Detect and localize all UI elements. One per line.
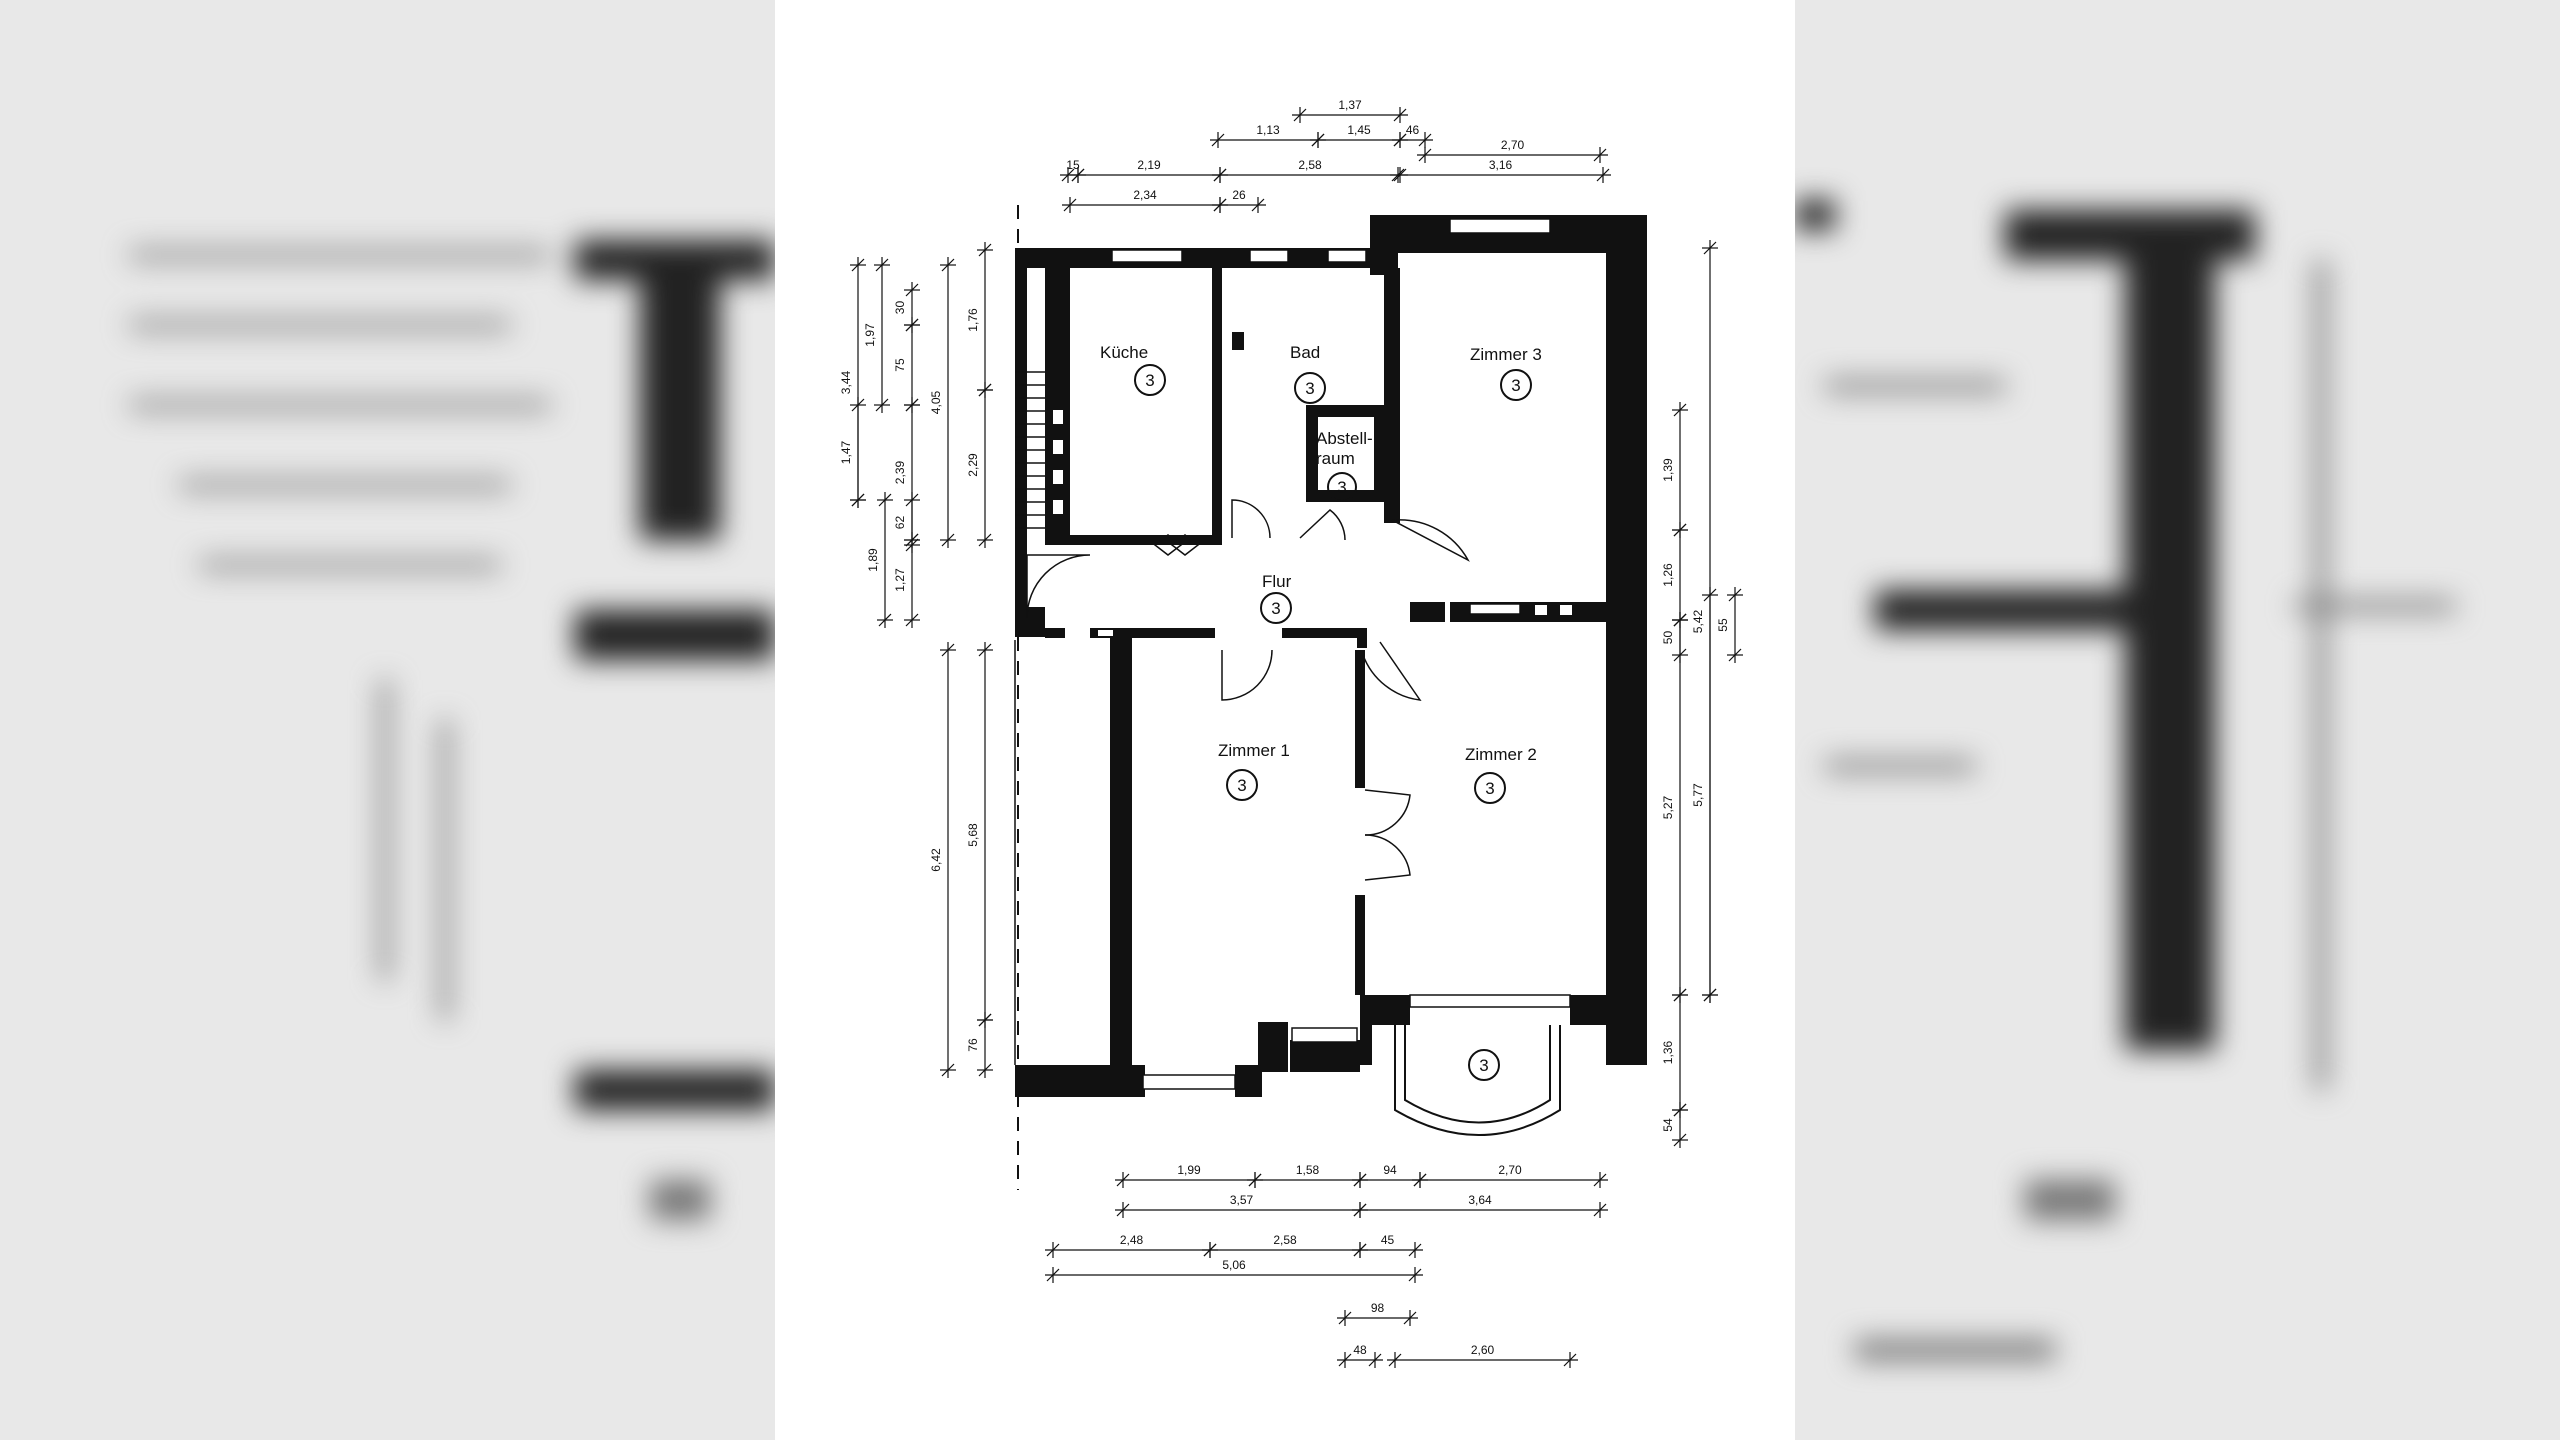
room-badge-bad — [1294, 372, 1326, 404]
dimension-label-top-4: 2,70 — [1501, 138, 1525, 152]
blurred-background-left — [0, 0, 775, 1440]
room-badge-flur — [1260, 592, 1292, 624]
dimension-label-top-3: 46 — [1406, 123, 1420, 137]
dimension-label-top-2: 1,45 — [1347, 123, 1371, 137]
dimension-label-left-4: 3,44 — [839, 370, 853, 394]
dimension-label-left-13: 5,68 — [966, 823, 980, 847]
dimension-label-right-6: 5,77 — [1691, 783, 1705, 807]
room-label-kueche: Küche — [1100, 343, 1148, 362]
dimension-label-bottom-1: 1,58 — [1296, 1163, 1320, 1177]
room-label-abstellraum-2: raum — [1316, 449, 1355, 468]
dimension-label-bottom-11: 48 — [1353, 1343, 1367, 1357]
dimension-label-top-8: 3,16 — [1489, 158, 1513, 172]
room-label-abstellraum-1: Abstell- — [1316, 429, 1373, 448]
dimension-label-bottom-10: 98 — [1371, 1301, 1385, 1315]
dimension-label-bottom-0: 1,99 — [1177, 1163, 1201, 1177]
room-label-flur: Flur — [1262, 572, 1292, 591]
wall-niches — [1053, 410, 1572, 636]
room-badge-erker — [1468, 1049, 1500, 1081]
dimension-label-right-8: 54 — [1661, 1118, 1675, 1132]
room-badge-zimmer2 — [1474, 772, 1506, 804]
dimension-label-bottom-8: 45 — [1381, 1233, 1395, 1247]
dimension-label-right-2: 1,26 — [1661, 563, 1675, 587]
dimension-label-left-3: 1,76 — [966, 308, 980, 332]
dimension-label-left-1: 30 — [893, 301, 907, 315]
dimension-label-bottom-9: 5,06 — [1222, 1258, 1246, 1272]
kitchen-marker — [1153, 534, 1183, 556]
dimension-label-top-6: 2,19 — [1137, 158, 1161, 172]
room-badge-text-abstellraum: 3 — [1337, 478, 1346, 497]
room-label-zimmer1: Zimmer 1 — [1218, 741, 1290, 760]
room-badge-text-kueche: 3 — [1145, 371, 1154, 390]
dimension-label-left-14: 76 — [966, 1038, 980, 1052]
dimension-label-left-10: 1,89 — [866, 548, 880, 572]
room-label-zimmer2: Zimmer 2 — [1465, 745, 1537, 764]
room-badge-text-zimmer2: 3 — [1485, 779, 1494, 798]
dimension-label-top-0: 1,37 — [1338, 98, 1362, 112]
dimension-label-left-12: 6,42 — [929, 848, 943, 872]
dimension-label-left-9: 62 — [893, 516, 907, 530]
stairs — [1015, 371, 1045, 529]
dimension-label-bottom-4: 3,57 — [1230, 1193, 1254, 1207]
room-badge-kueche — [1134, 364, 1166, 396]
room-label-bad: Bad — [1290, 343, 1320, 362]
room-badge-text-zimmer1: 3 — [1237, 776, 1246, 795]
room-badge-zimmer3 — [1500, 369, 1532, 401]
dimension-label-top-10: 26 — [1232, 188, 1246, 202]
room-badge-zimmer1 — [1226, 769, 1258, 801]
dimension-label-top-1: 1,13 — [1256, 123, 1280, 137]
dimension-label-left-7: 1,47 — [839, 440, 853, 464]
dimension-label-right-3: 50 — [1661, 631, 1675, 645]
kitchen-marker-2 — [1170, 534, 1200, 556]
dimension-label-bottom-7: 2,58 — [1273, 1233, 1297, 1247]
dimension-label-left-5: 2,39 — [893, 460, 907, 484]
room-badge-text-zimmer3: 3 — [1511, 376, 1520, 395]
dimension-label-left-11: 1,27 — [893, 568, 907, 592]
room-badge-text-bad: 3 — [1305, 379, 1314, 398]
dimension-label-bottom-6: 2,48 — [1120, 1233, 1144, 1247]
windows — [1111, 218, 1571, 1090]
dimension-label-left-8: 2,29 — [966, 453, 980, 477]
dimension-label-top-9: 2,34 — [1133, 188, 1157, 202]
dimension-label-top-7: 2,58 — [1298, 158, 1322, 172]
dimension-label-bottom-12: 2,60 — [1471, 1343, 1495, 1357]
dimension-label-right-0: 5,42 — [1691, 609, 1705, 633]
dimension-label-right-4: 55 — [1716, 618, 1730, 632]
doors — [1026, 499, 1470, 881]
dimension-lines: 1,37 1,13 1,45 46 2,70 15 2,19 2,58 3,16 2,34 26 1,… — [839, 98, 1743, 1368]
dimension-label-right-7: 1,36 — [1661, 1040, 1675, 1064]
room-badge-text-flur: 3 — [1271, 599, 1280, 618]
room-label-zimmer3: Zimmer 3 — [1470, 345, 1542, 364]
floor-plan-drawing: Küche 3 Bad 3 Abstell- raum 3 Zimmer 3 3… — [839, 98, 1743, 1368]
floor-plan: Küche 3 Bad 3 Abstell- raum 3 Zimmer 3 3… — [775, 0, 1795, 1440]
dimension-label-right-1: 1,39 — [1661, 458, 1675, 482]
room-badge-abstellraum — [1327, 472, 1357, 502]
dimension-label-bottom-3: 2,70 — [1498, 1163, 1522, 1177]
dimension-label-bottom-2: 94 — [1383, 1163, 1397, 1177]
dimension-label-bottom-5: 3,64 — [1468, 1193, 1492, 1207]
dimension-label-right-5: 5,27 — [1661, 795, 1675, 819]
chimney — [1232, 332, 1244, 350]
dimension-label-left-0: 1,97 — [863, 323, 877, 347]
blurred-background-right — [1795, 0, 2560, 1440]
dimension-label-left-2: 75 — [893, 358, 907, 372]
dimension-label-top-5: 15 — [1066, 158, 1080, 172]
walls — [1015, 215, 1647, 1097]
dimension-label-left-6: 4,05 — [929, 390, 943, 414]
bay-window — [1394, 1025, 1561, 1136]
room-badge-text-erker: 3 — [1479, 1056, 1488, 1075]
